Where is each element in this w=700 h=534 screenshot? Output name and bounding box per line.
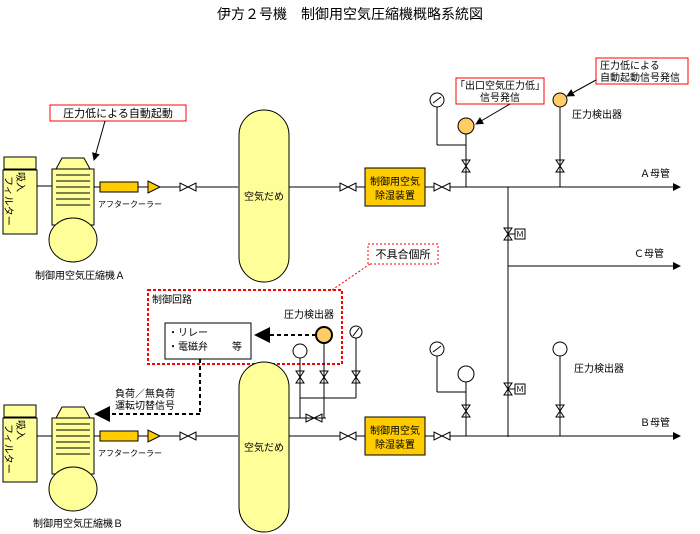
relay-label: ・リレー xyxy=(168,328,208,339)
aftercooler-a xyxy=(99,181,139,193)
faulty-pressure-detector xyxy=(315,326,333,344)
gate-valve-a3 xyxy=(433,182,451,192)
etc-label: 等 xyxy=(232,340,242,353)
intake-filter-a-label2: フィルター xyxy=(2,176,14,226)
control-gauge xyxy=(292,343,308,359)
compressor-b xyxy=(51,417,95,475)
solenoid-label: ・電磁弁 xyxy=(168,340,208,353)
air-receiver-b-label: 空気だめ xyxy=(244,441,284,454)
check-valve-a xyxy=(147,180,162,194)
intake-filter-b xyxy=(2,417,38,483)
relay-box xyxy=(164,322,252,360)
outlet-callout-line2: 信号発信 xyxy=(480,91,520,104)
air-dryer-a-line1: 制御用空気 xyxy=(370,175,420,188)
control-detector-label: 圧力検出器 xyxy=(284,308,334,321)
aftercooler-b-label: アフタークーラー xyxy=(98,449,162,458)
diagram-title: 伊方２号機 制御用空気圧縮機概略系統図 xyxy=(217,7,483,23)
air-dryer-b-line2: 除湿装置 xyxy=(375,438,415,451)
outlet-callout-line1: 「出口空気圧力低」 xyxy=(455,79,545,92)
intake-filter-a-label: 吸入 xyxy=(14,172,25,192)
air-dryer-b xyxy=(364,416,426,456)
intake-filter-a xyxy=(2,169,38,235)
control-circuit-title: 制御回路 xyxy=(152,293,192,306)
load-signal-line1: 負荷／無負荷 xyxy=(115,387,175,400)
motor-valve-1 xyxy=(503,227,513,241)
compressor-a-name: 制御用空気圧縮機Ａ xyxy=(35,269,125,282)
air-receiver-a xyxy=(238,109,290,283)
pressure-detector-bottom-label: 圧力検出器 xyxy=(574,362,624,375)
control-circuit-box xyxy=(147,289,343,365)
defect-callout xyxy=(367,243,439,265)
gate-valve-a2 xyxy=(339,182,357,192)
defect-label: 不具合個所 xyxy=(376,247,431,261)
header-c-label: Ｃ母管 xyxy=(634,247,664,260)
air-receiver-a-label: 空気だめ xyxy=(244,190,284,203)
compressor-a-train: 吸入 フィルター 制御用空気圧縮機Ａ アフタークーラー 圧力低による自動起動 xyxy=(2,104,238,282)
air-dryer-b-line1: 制御用空気 xyxy=(370,424,420,437)
auto-start-callout xyxy=(49,104,187,122)
intake-filter-a-cap xyxy=(3,156,37,170)
outlet-pressure-callout xyxy=(455,77,545,105)
pressure-switch-outlet xyxy=(457,117,475,135)
motor-valve-2-label: Ｍ xyxy=(516,385,524,394)
pressure-low-callout-line1: 圧力低による xyxy=(600,59,660,72)
intake-filter-b-label: 吸入 xyxy=(14,420,25,440)
load-signal-line2: 運転切替信号 xyxy=(115,399,175,412)
compressor-b-name: 制御用空気圧縮機Ｂ xyxy=(33,517,123,530)
intake-filter-b-label2: フィルター xyxy=(2,424,14,474)
pressure-detector-top xyxy=(552,92,568,108)
instrument-valve-2 xyxy=(555,159,565,173)
aftercooler-b xyxy=(99,430,139,442)
air-dryer-a xyxy=(364,167,426,207)
compressor-a xyxy=(51,168,95,226)
compressor-b-motor xyxy=(48,466,98,512)
gate-valve-a1 xyxy=(179,182,197,192)
header-a-label: Ａ母管 xyxy=(640,167,670,180)
aftercooler-a-label: アフタークーラー xyxy=(98,200,162,209)
compressor-b-train: 吸入 フィルター 制御用空気圧縮機Ｂ アフタークーラー xyxy=(2,404,238,530)
pressure-low-callout-line2: 自動起動信号発信 xyxy=(600,71,680,84)
header-b-label: Ｂ母管 xyxy=(640,416,670,429)
pressure-low-callout xyxy=(595,57,689,85)
compressor-a-motor xyxy=(48,217,98,263)
motor-valve-2 xyxy=(503,382,513,396)
pressure-detector-bottom xyxy=(552,341,568,357)
auto-start-callout-text: 圧力低による自動起動 xyxy=(63,106,173,120)
air-receiver-b xyxy=(238,361,290,533)
pressure-switch-b xyxy=(457,365,475,383)
pressure-detector-top-label: 圧力検出器 xyxy=(572,108,622,121)
motor-valve-1-label: Ｍ xyxy=(516,230,524,239)
instrument-valve-1 xyxy=(461,159,471,173)
air-dryer-a-line2: 除湿装置 xyxy=(375,189,415,202)
